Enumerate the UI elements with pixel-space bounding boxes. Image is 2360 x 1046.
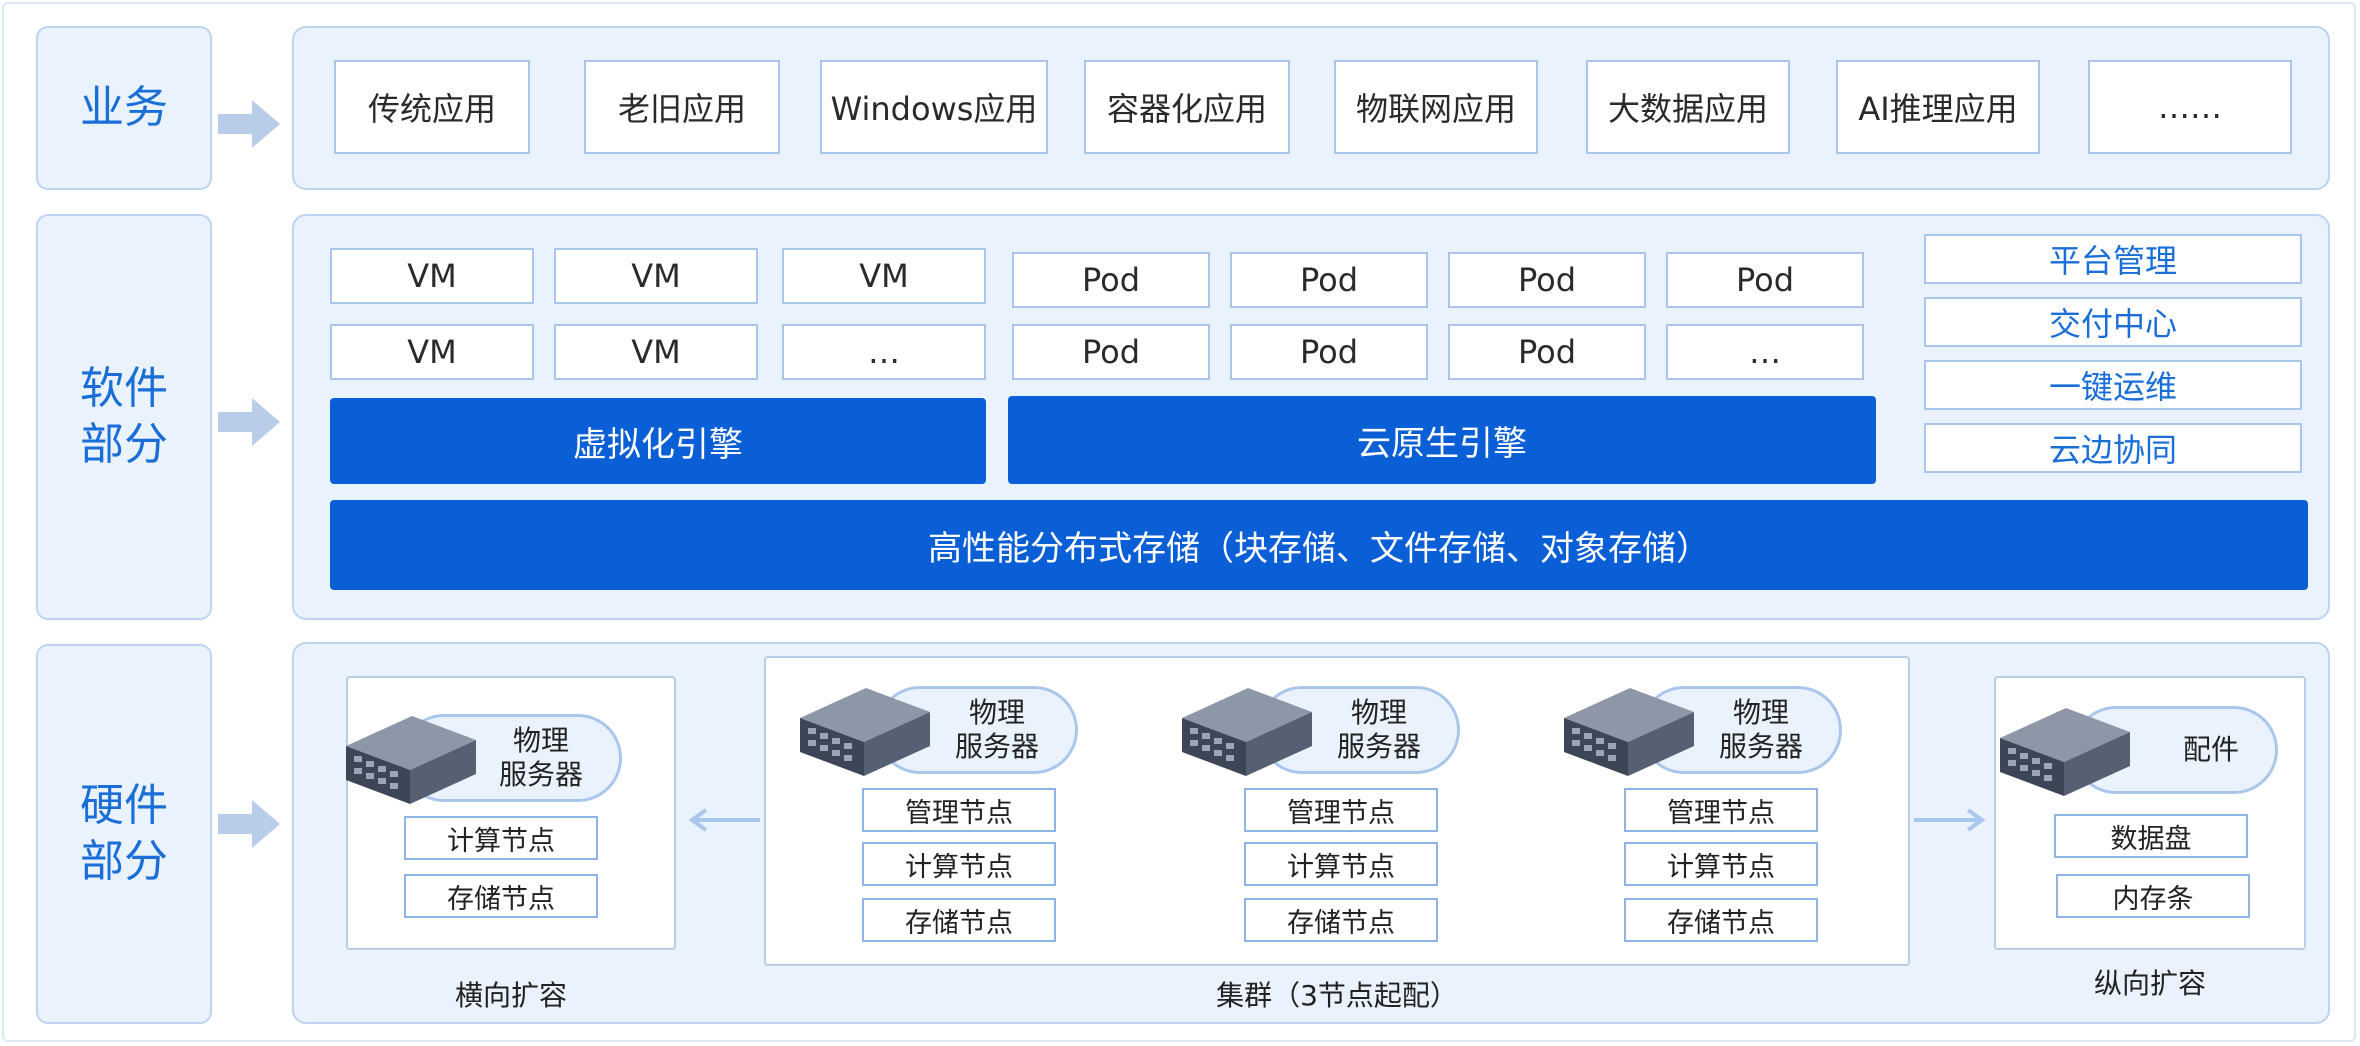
pod-box: Pod (1666, 252, 1864, 308)
server-icon (800, 688, 930, 776)
storage-node: 存储节点 (1624, 898, 1818, 942)
vm-box: VM (330, 248, 534, 304)
vm-box: … (782, 324, 986, 380)
compute-node: 计算节点 (862, 842, 1056, 886)
data-disk: 数据盘 (2054, 814, 2248, 858)
storage-node: 存储节点 (404, 874, 598, 918)
compute-node: 计算节点 (1244, 842, 1438, 886)
app-box: 大数据应用 (1586, 60, 1790, 154)
server-icon (1182, 688, 1312, 776)
management-node: 管理节点 (1244, 788, 1438, 832)
server-label: 物理 服务器 (1258, 686, 1460, 774)
management-node: 管理节点 (862, 788, 1056, 832)
compute-node: 计算节点 (404, 816, 598, 860)
layer-arrow-hardware (218, 800, 280, 848)
app-box: AI推理应用 (1836, 60, 2040, 154)
pod-box: … (1666, 324, 1864, 380)
platform-management: 平台管理 (1924, 234, 2302, 284)
app-box: 传统应用 (334, 60, 530, 154)
layer-arrow-software (218, 398, 280, 446)
scale-up-arrow (1914, 808, 1986, 832)
software-panel: VM VM VM VM VM … Pod Pod Pod Pod Pod Pod… (292, 214, 2330, 620)
layer-label-business: 业务 (36, 26, 212, 190)
storage-node: 存储节点 (862, 898, 1056, 942)
app-box: 物联网应用 (1334, 60, 1538, 154)
vm-box: VM (554, 248, 758, 304)
app-box: 老旧应用 (584, 60, 780, 154)
vm-box: VM (554, 324, 758, 380)
scale-up-caption: 纵向扩容 (2093, 967, 2206, 1000)
pod-box: Pod (1230, 324, 1428, 380)
cloud-edge-collab: 云边协同 (1924, 423, 2302, 473)
storage-node: 存储节点 (1244, 898, 1438, 942)
memory-module: 内存条 (2056, 874, 2250, 918)
virtualization-engine: 虚拟化引擎 (330, 398, 986, 484)
pod-box: Pod (1448, 252, 1646, 308)
management-node: 管理节点 (1624, 788, 1818, 832)
app-box: 容器化应用 (1084, 60, 1290, 154)
cluster-caption: 集群（3节点起配） (1216, 979, 1458, 1012)
server-icon (2000, 708, 2130, 796)
app-box: …… (2088, 60, 2292, 154)
delivery-center: 交付中心 (1924, 297, 2302, 347)
cloud-native-engine: 云原生引擎 (1008, 396, 1876, 484)
pod-box: Pod (1448, 324, 1646, 380)
business-panel: 传统应用 老旧应用 Windows应用 容器化应用 物联网应用 大数据应用 AI… (292, 26, 2330, 190)
distributed-storage: 高性能分布式存储（块存储、文件存储、对象存储） (330, 500, 2308, 590)
scale-out-arrow (688, 808, 760, 832)
pod-box: Pod (1012, 324, 1210, 380)
layer-label-software: 软件 部分 (36, 214, 212, 620)
server-icon (346, 716, 476, 804)
pod-box: Pod (1230, 252, 1428, 308)
scale-out-caption: 横向扩容 (454, 979, 567, 1012)
server-label: 物理 服务器 (400, 714, 622, 802)
pod-box: Pod (1012, 252, 1210, 308)
layer-arrow-business (218, 100, 280, 148)
vm-box: VM (330, 324, 534, 380)
app-box: Windows应用 (820, 60, 1048, 154)
one-click-ops: 一键运维 (1924, 360, 2302, 410)
layer-label-hardware: 硬件 部分 (36, 644, 212, 1024)
compute-node: 计算节点 (1624, 842, 1818, 886)
server-label: 物理 服务器 (1640, 686, 1842, 774)
vm-box: VM (782, 248, 986, 304)
server-icon (1564, 688, 1694, 776)
